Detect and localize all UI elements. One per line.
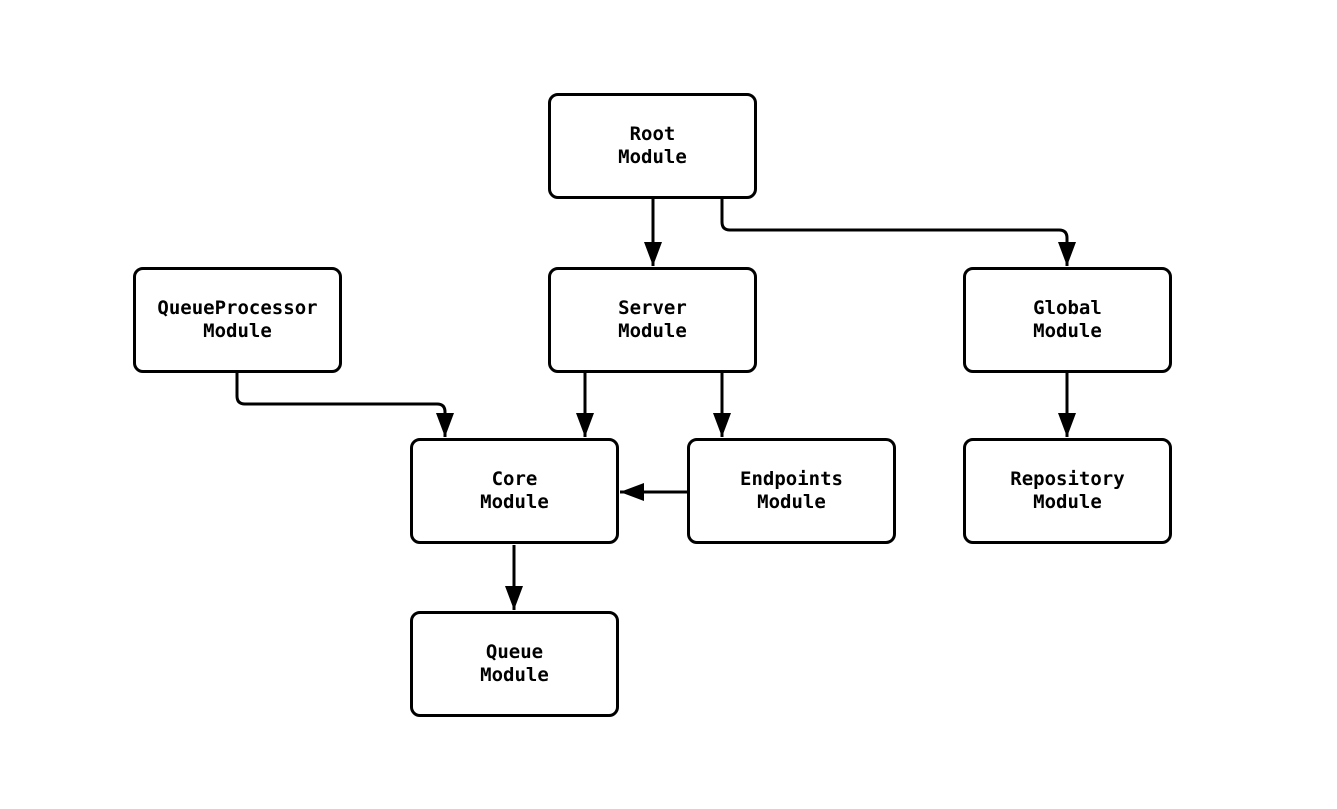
edge-queueprocessor-to-core — [235, 373, 454, 437]
node-label: Repository Module — [1010, 468, 1125, 513]
node-label: Endpoints Module — [740, 468, 843, 513]
node-label: Global Module — [1033, 297, 1102, 342]
node-label: Server Module — [618, 297, 687, 342]
node-queue-module: Queue Module — [410, 611, 619, 717]
node-core-module: Core Module — [410, 438, 619, 544]
node-server-module: Server Module — [548, 267, 757, 373]
node-label: Queue Module — [480, 641, 549, 686]
node-label: QueueProcessor Module — [157, 297, 318, 342]
node-root-module: Root Module — [548, 93, 757, 199]
node-endpoints-module: Endpoints Module — [687, 438, 896, 544]
edge-root-to-global — [720, 198, 1076, 266]
node-repository-module: Repository Module — [963, 438, 1172, 544]
node-global-module: Global Module — [963, 267, 1172, 373]
node-label: Core Module — [480, 468, 549, 513]
node-queueprocessor-module: QueueProcessor Module — [133, 267, 342, 373]
node-label: Root Module — [618, 123, 687, 168]
